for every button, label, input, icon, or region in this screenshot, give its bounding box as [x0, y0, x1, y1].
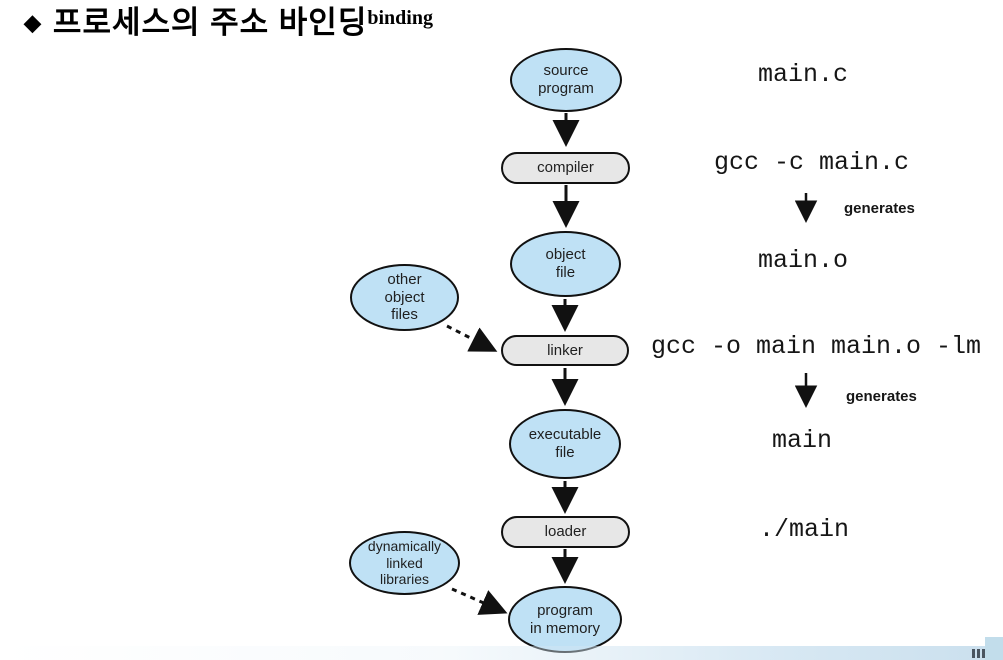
page-title: ◆ 프로세스의 주소 바인딩 binding: [24, 6, 433, 40]
annotation-link-command: gcc -o main main.o -lm: [651, 332, 982, 361]
node-program-in-memory: program in memory: [508, 586, 622, 653]
dashed-arrow-dll-to-memory: [451, 587, 508, 615]
node-other-object-files: other object files: [350, 264, 459, 331]
title-text: 프로세스의 주소 바인딩: [52, 5, 368, 40]
annotation-run-command: ./main: [759, 515, 850, 544]
annotation-source-file: main.c: [758, 60, 849, 89]
diamond-bullet-icon: ◆: [24, 10, 41, 35]
node-loader: loader: [501, 516, 630, 548]
footer-corner-square: [985, 637, 1003, 660]
node-compiler: compiler: [501, 152, 630, 184]
annotation-object-file: main.o: [758, 246, 849, 275]
footer-tick-icon: [972, 649, 975, 658]
node-dynamically-linked-libraries: dynamically linked libraries: [349, 531, 460, 595]
node-object-file: object file: [510, 231, 621, 297]
label-generates-1: generates: [844, 200, 915, 217]
node-executable-file: executable file: [509, 409, 621, 479]
annotation-exec-file: main: [772, 426, 833, 455]
annotation-compile-command: gcc -c main.c: [714, 148, 910, 177]
footer-tick-icon: [977, 649, 980, 658]
node-source-program: source program: [510, 48, 622, 112]
footer-tick-icon: [982, 649, 985, 658]
node-linker: linker: [501, 335, 629, 366]
dashed-arrow-other-objects-to-linker: [446, 324, 498, 352]
footer-gradient-band: [0, 646, 985, 660]
title-superscript: binding: [367, 7, 433, 29]
label-generates-2: generates: [846, 388, 917, 405]
